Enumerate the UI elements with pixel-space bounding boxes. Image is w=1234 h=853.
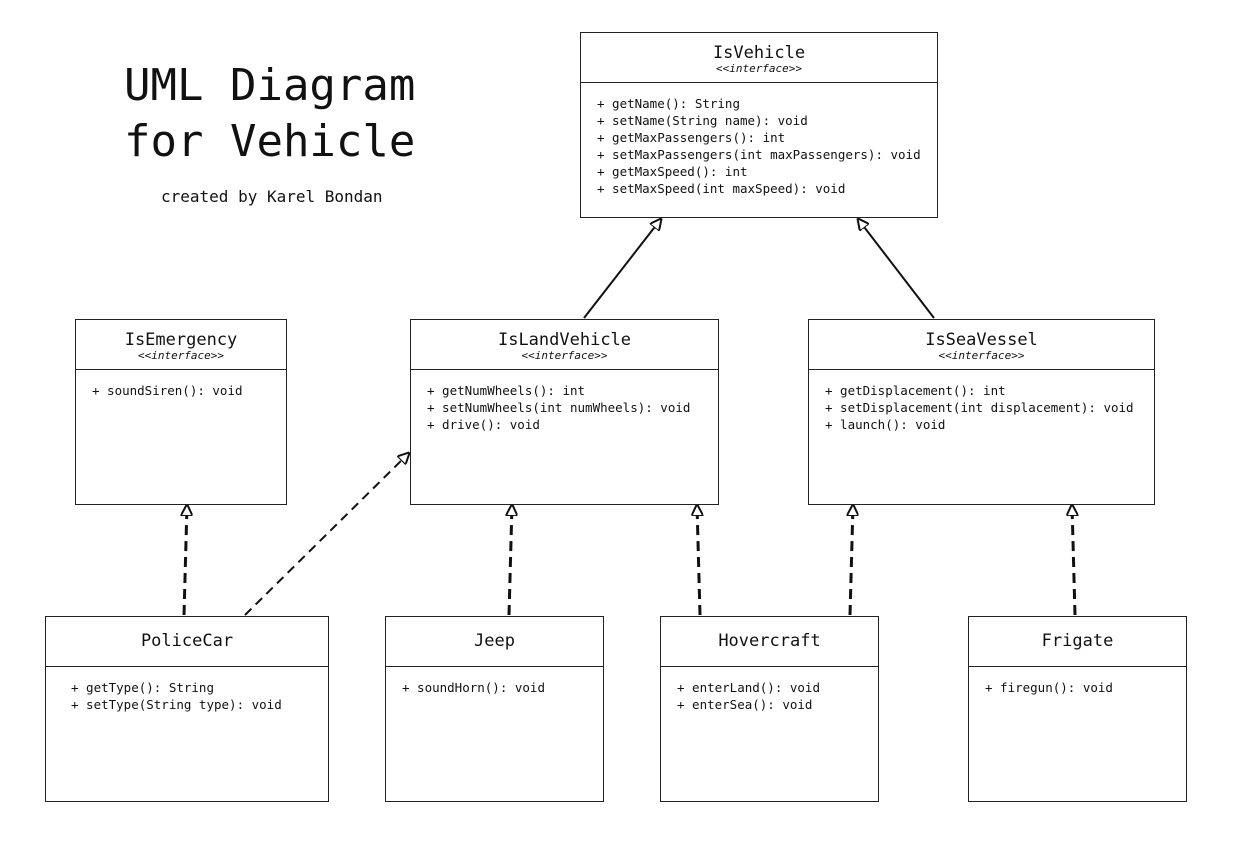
implements-line-frigate-isseavessel [1072, 505, 1075, 616]
member-item: + setType(String type): void [71, 697, 282, 712]
member-item: + soundHorn(): void [402, 680, 545, 695]
class-box-isseavessel: IsSeaVessel <<interface>> + getDisplacem… [808, 319, 1155, 505]
member-list: + getDisplacement(): int + setDisplaceme… [809, 370, 1154, 433]
member-item: + drive(): void [427, 417, 540, 432]
member-list: + getName(): String + setName(String nam… [581, 83, 937, 197]
member-list: + soundSiren(): void [76, 370, 286, 399]
class-box-policecar: PoliceCar + getType(): String + setType(… [45, 616, 329, 802]
member-item: + getName(): String [597, 96, 740, 111]
member-item: + setMaxSpeed(int maxSpeed): void [597, 181, 846, 196]
class-name: IsLandVehicle [497, 330, 632, 350]
stereotype-label: <<interface>> [521, 349, 608, 362]
class-header: Hovercraft [661, 617, 878, 667]
class-box-jeep: Jeep + soundHorn(): void [385, 616, 604, 802]
stereotype-label: <<interface>> [715, 62, 803, 75]
class-name: Jeep [474, 631, 515, 651]
member-list: + getType(): String + setType(String typ… [46, 667, 328, 713]
member-item: + setMaxPassengers(int maxPassengers): v… [597, 147, 921, 162]
member-item: + setName(String name): void [597, 113, 808, 128]
implements-line-hovercraft-isseavessel [850, 505, 853, 616]
extends-line-islandvehicle [583, 219, 661, 319]
extends-line-isseavessel [858, 219, 935, 319]
class-box-hovercraft: Hovercraft + enterLand(): void + enterSe… [660, 616, 879, 802]
stereotype-label: <<interface>> [137, 349, 225, 362]
class-box-islandvehicle: IsLandVehicle <<interface>> + getNumWhee… [410, 319, 719, 505]
member-list: + getNumWheels(): int + setNumWheels(int… [411, 370, 718, 433]
member-item: + soundSiren(): void [92, 383, 243, 398]
member-item: + getMaxPassengers(): int [597, 130, 786, 145]
member-item: + launch(): void [825, 417, 946, 432]
member-item: + enterSea(): void [677, 697, 813, 712]
member-item: + enterLand(): void [677, 680, 820, 695]
class-box-isemergency: IsEmergency <<interface>> + soundSiren()… [75, 319, 287, 505]
class-header: IsLandVehicle <<interface>> [411, 320, 718, 370]
class-box-frigate: Frigate + firegun(): void [968, 616, 1187, 802]
implements-line-hovercraft-islandvehicle [697, 505, 700, 616]
class-name: Frigate [1041, 631, 1114, 651]
member-item: + setDisplacement(int displacement): voi… [825, 400, 1134, 415]
implements-line-jeep-islandvehicle [509, 505, 512, 616]
member-list: + soundHorn(): void [386, 667, 603, 696]
class-header: PoliceCar [46, 617, 328, 667]
class-name: IsEmergency [124, 330, 238, 350]
class-header: IsSeaVessel <<interface>> [809, 320, 1154, 370]
member-list: + firegun(): void [969, 667, 1186, 696]
diagram-subtitle: created by Karel Bondan [161, 187, 383, 206]
member-item: + getDisplacement(): int [825, 383, 1006, 398]
class-name: Hovercraft [718, 631, 821, 651]
member-item: + setNumWheels(int numWheels): void [427, 400, 691, 415]
class-name: IsVehicle [712, 43, 806, 63]
class-header: IsVehicle <<interface>> [581, 33, 937, 83]
stereotype-label: <<interface>> [938, 349, 1025, 362]
member-item: + getNumWheels(): int [427, 383, 586, 398]
implements-line-policecar-islandvehicle [244, 453, 409, 616]
title-line-1: UML Diagram [124, 60, 416, 111]
diagram-title: UML Diagram for Vehicle [124, 58, 444, 170]
member-list: + enterLand(): void + enterSea(): void [661, 667, 878, 713]
class-header: IsEmergency <<interface>> [76, 320, 286, 370]
class-header: Frigate [969, 617, 1186, 667]
title-line-2: for Vehicle [124, 116, 416, 167]
member-item: + firegun(): void [985, 680, 1113, 695]
class-name: IsSeaVessel [925, 330, 1038, 350]
class-name: PoliceCar [140, 631, 234, 651]
member-item: + getType(): String [71, 680, 214, 695]
class-header: Jeep [386, 617, 603, 667]
member-item: + getMaxSpeed(): int [597, 164, 748, 179]
class-box-isvehicle: IsVehicle <<interface>> + getName(): Str… [580, 32, 938, 218]
implements-line-policecar-isemergency [184, 505, 187, 616]
